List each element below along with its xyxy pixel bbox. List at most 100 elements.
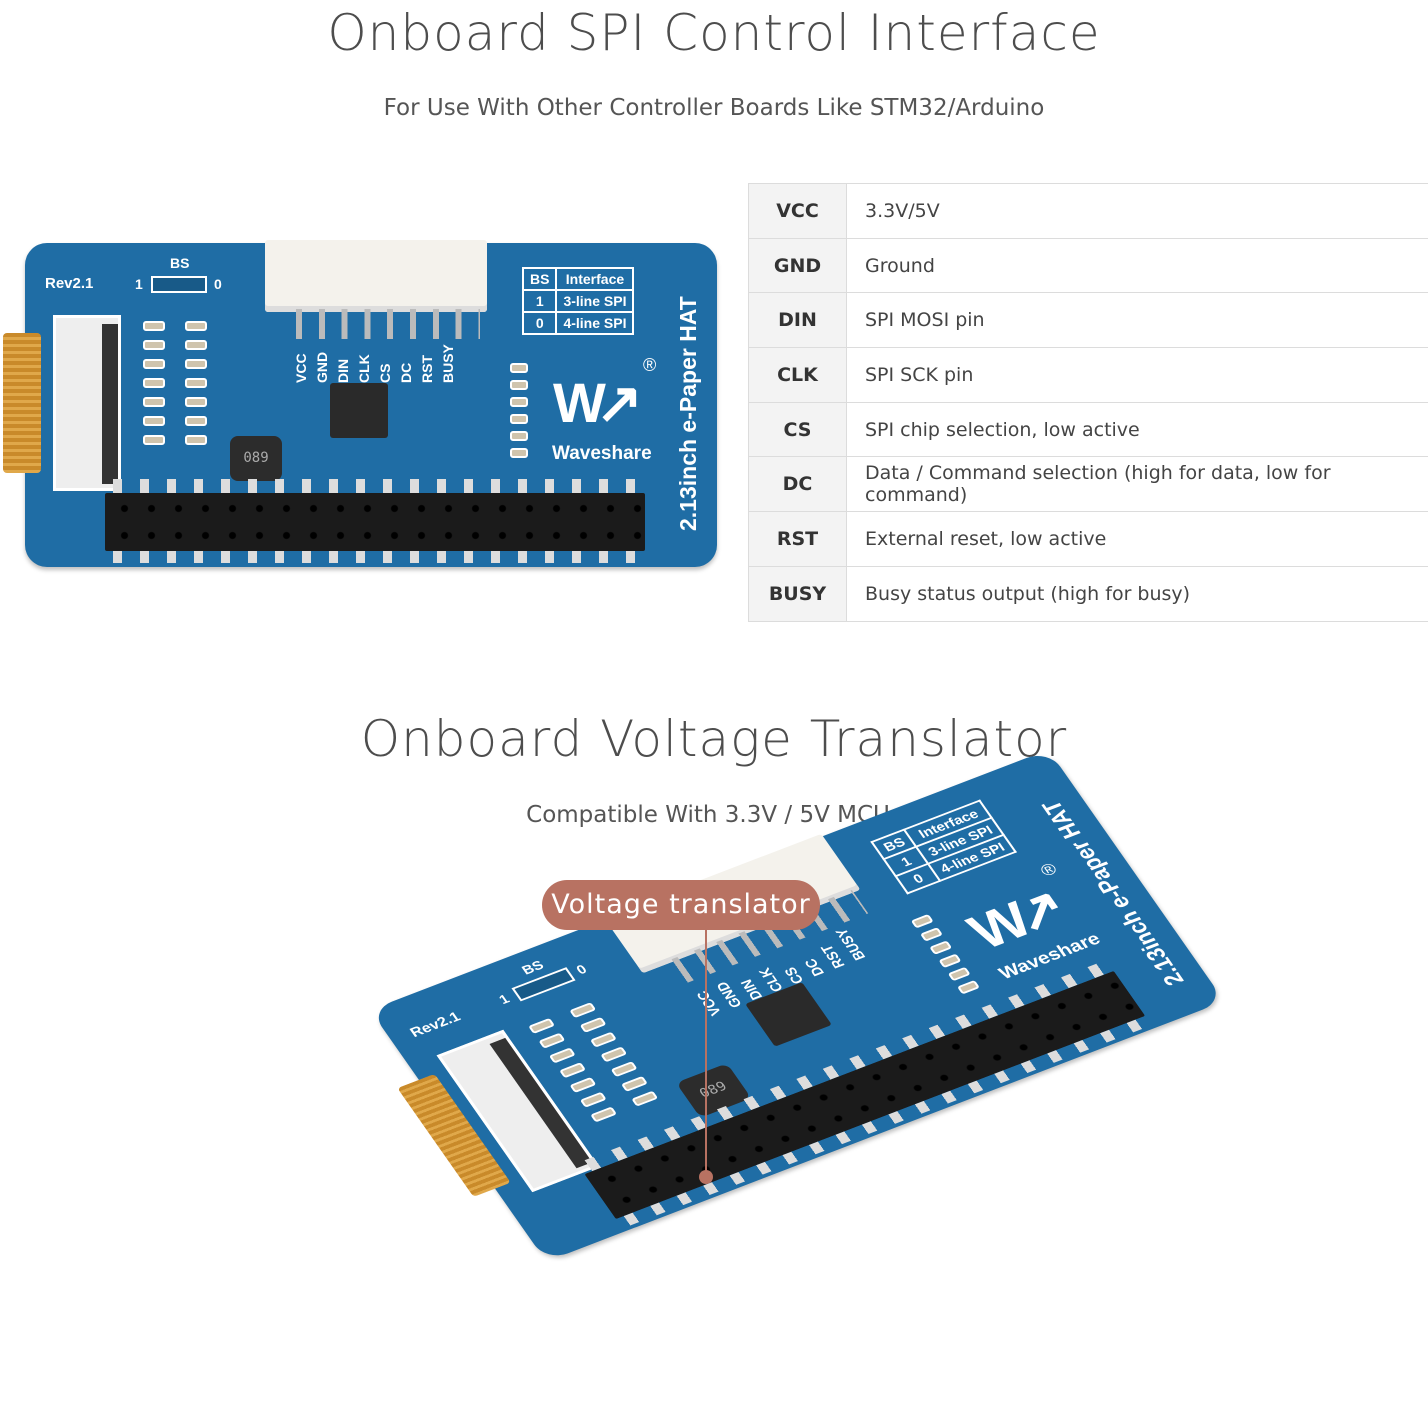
- header-pins-bottom: [105, 551, 645, 563]
- smd-component: [185, 378, 207, 388]
- bs-table-cell: 4-line SPI: [555, 311, 635, 335]
- pin-description: Ground: [846, 237, 1428, 294]
- pin-description: 3.3V/5V: [846, 183, 1428, 239]
- smd-component: [579, 1091, 607, 1108]
- waveshare-logo-icon: W↗: [553, 371, 643, 434]
- pin-name: GND: [748, 237, 847, 294]
- revision-label: Rev2.1: [45, 275, 94, 292]
- smd-component: [910, 913, 934, 929]
- smd-component: [538, 1032, 566, 1049]
- section1-subtitle: For Use With Other Controller Boards Lik…: [383, 95, 1045, 121]
- bs-zero: 0: [214, 276, 222, 292]
- gpio-header: [584, 970, 1146, 1220]
- bs-switch: [511, 967, 576, 1002]
- callout-dot: [699, 1170, 713, 1184]
- smd-component: [569, 1002, 597, 1019]
- pin-label: CLK: [356, 354, 372, 383]
- pin-name: DC: [748, 456, 847, 513]
- smd-component: [510, 380, 528, 390]
- pin-label: CS: [377, 363, 393, 383]
- smd-component: [579, 1016, 607, 1033]
- revision-label: Rev2.1: [407, 1009, 464, 1041]
- smd-component: [185, 340, 207, 350]
- callout-leader-line: [705, 930, 707, 1175]
- smd-component: [620, 1075, 648, 1092]
- pin-name: RST: [748, 511, 847, 567]
- pin-name: CLK: [748, 347, 847, 403]
- smd-component: [143, 378, 165, 388]
- bs-one: 1: [495, 991, 513, 1007]
- pin-name: VCC: [748, 183, 847, 239]
- smd-component: [185, 397, 207, 407]
- bs-label: BS: [518, 957, 547, 978]
- pin-label: DIN: [335, 358, 351, 383]
- bs-table-cell: Interface: [555, 267, 635, 291]
- smd-component: [143, 321, 165, 331]
- smd-component: [610, 1061, 638, 1078]
- pin-name: CS: [748, 401, 847, 458]
- smd-component: [510, 397, 528, 407]
- section2-subtitle: Compatible With 3.3V / 5V MCUs: [526, 802, 902, 828]
- product-label: 2.13inch e-Paper HAT: [675, 296, 701, 531]
- pin-description: SPI SCK pin: [846, 347, 1428, 403]
- pin-description: SPI chip selection, low active: [846, 401, 1428, 458]
- pin-label: BUSY: [440, 344, 456, 383]
- inductor: 089: [230, 436, 282, 481]
- pin-label: DC: [398, 362, 414, 383]
- smd-component: [143, 416, 165, 426]
- pin-label: VCC: [293, 353, 309, 383]
- pin-label: RST: [419, 355, 435, 383]
- smd-component: [185, 435, 207, 445]
- smd-component: [956, 979, 980, 995]
- brand-label: Waveshare: [552, 443, 652, 464]
- bs-one: 1: [135, 276, 143, 292]
- pin-name: BUSY: [748, 565, 847, 622]
- pin-description: External reset, low active: [846, 511, 1428, 567]
- bs-switch: [151, 276, 207, 293]
- bs-zero: 0: [573, 961, 590, 977]
- smd-component: [590, 1106, 618, 1123]
- smd-component: [510, 414, 528, 424]
- smd-component: [559, 1062, 587, 1079]
- smd-component: [548, 1047, 576, 1064]
- pin-description: Busy status output (high for busy): [846, 565, 1428, 622]
- smd-component: [929, 940, 953, 955]
- fpc-connector: [53, 315, 121, 491]
- pin-description: Data / Command selection (high for data,…: [846, 456, 1428, 513]
- smd-component: [919, 927, 944, 942]
- connector-pins: [280, 309, 480, 339]
- voltage-translator-callout: Voltage translator: [542, 880, 820, 930]
- bs-table-cell: 1: [521, 289, 558, 313]
- section1-title: Onboard SPI Control Interface: [327, 4, 1101, 62]
- smd-component: [185, 321, 207, 331]
- smd-component: [510, 448, 528, 458]
- smd-component: [143, 340, 165, 350]
- pin-label: GND: [314, 351, 330, 383]
- voltage-translator-chip: [330, 383, 388, 438]
- jst-connector: [265, 240, 487, 312]
- bs-table-cell: 3-line SPI: [555, 289, 635, 313]
- smd-component: [528, 1017, 556, 1034]
- smd-component: [569, 1076, 597, 1093]
- pin-description: SPI MOSI pin: [846, 292, 1428, 349]
- smd-component: [589, 1031, 617, 1048]
- smd-component: [143, 435, 165, 445]
- smd-component: [185, 416, 207, 426]
- smd-component: [938, 953, 962, 969]
- registered-mark-icon: ®: [643, 355, 657, 375]
- smd-component: [510, 363, 528, 373]
- smd-component: [143, 397, 165, 407]
- fpc-flex-cable: [3, 333, 41, 473]
- bs-table-cell: 0: [521, 311, 558, 335]
